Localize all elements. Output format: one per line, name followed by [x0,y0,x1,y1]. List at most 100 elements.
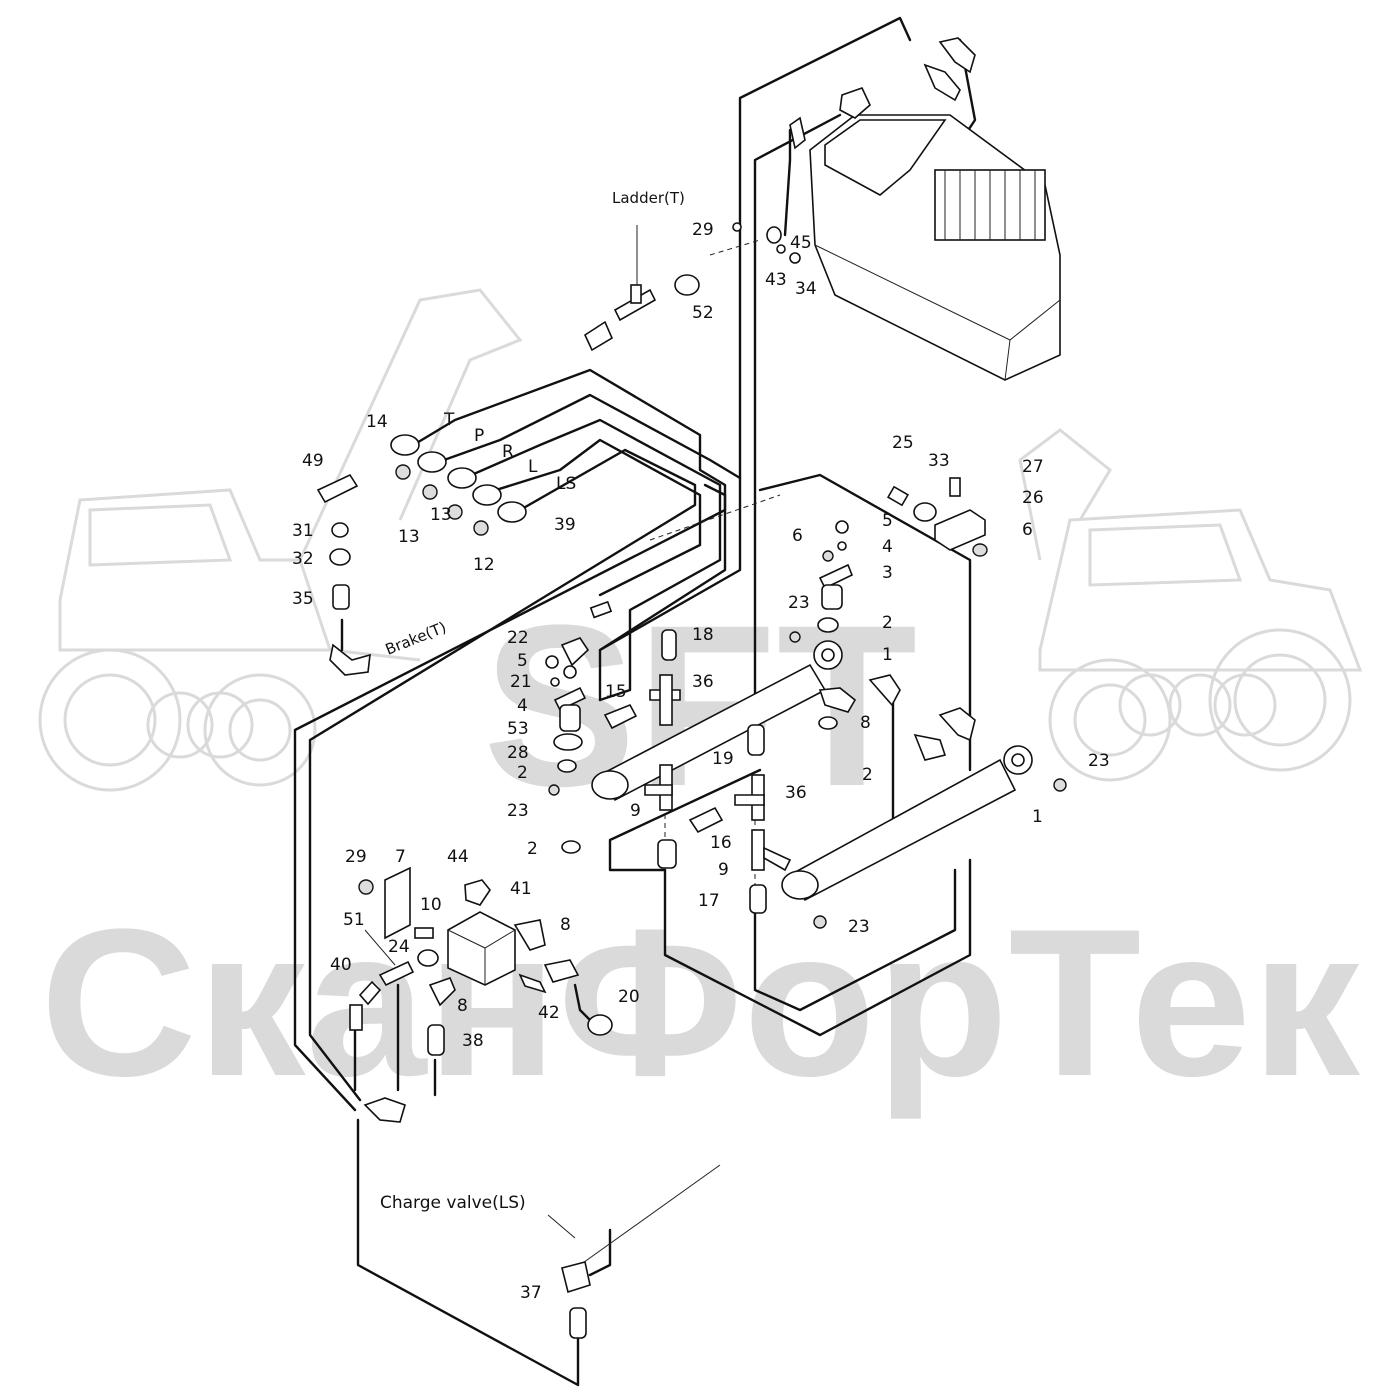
elbow-right-top [938,707,976,742]
nut-29-lower [358,879,374,895]
bolt-5-left [545,655,559,669]
nut-32 [329,548,351,566]
ring-2b [557,759,577,773]
plug-6-right [972,543,988,557]
pipe-ls-outer [293,483,727,1112]
elbow-8a [818,687,857,713]
part-number: 5 [517,651,528,671]
tee-9b-stem [751,829,765,871]
fitting-l [472,484,502,506]
part-number: 2 [517,763,528,783]
part-number: 13 [430,505,452,525]
part-number: 2 [862,765,873,785]
part-number: 8 [860,713,871,733]
elbow-fitting-top-a [938,37,976,74]
fitting-16 [688,806,724,834]
manifold-block-41 [447,911,516,986]
part-number: 4 [882,537,893,557]
part-number: 3 [882,563,893,583]
label-port-r: R [502,442,514,462]
spacer-3 [821,584,843,610]
elbow-fitting-45 [789,116,806,150]
bracket-26 [934,509,986,551]
part-number: 31 [292,521,314,541]
piping [293,16,977,1387]
part-number: 33 [928,451,950,471]
tee-9b [763,846,792,872]
washer-4-left [550,677,560,687]
tee-9a [644,784,673,796]
part-number: 20 [618,987,640,1007]
part-number: 7 [395,847,406,867]
part-number: 29 [692,220,714,240]
part-number: 34 [795,279,817,299]
part-number: 25 [892,433,914,453]
charge-valve-37 [561,1261,591,1294]
part-number: 9 [718,860,729,880]
part-number: 38 [462,1031,484,1051]
adapter-31 [331,522,349,538]
part-number: 10 [420,895,442,915]
watermark-tractor-left-icon [38,288,523,792]
sleeve-22 [589,600,613,619]
part-number: 36 [785,783,807,803]
tee-ladder-stem [630,284,642,304]
fitting-34 [789,252,801,264]
part-number: 23 [788,593,810,613]
fitting-r [447,467,477,489]
elbow-22 [560,637,590,667]
part-number: 43 [765,270,787,290]
ring-2d [818,716,838,730]
plug-13c [447,504,463,520]
pipe-ls [308,448,697,1102]
part-number: 2 [882,613,893,633]
watermark-brand: СканФорТек [40,885,1361,1120]
elbow-40 [358,980,382,1006]
label-port-l: L [528,457,538,477]
fitting-29-top [732,222,742,232]
fittings [316,37,1067,1339]
pipe-p [428,393,742,480]
elbow-brake [329,643,371,676]
nut-23a [789,631,801,643]
nut-23b [548,784,560,796]
spacer-53 [559,704,581,732]
pipe-tank-to-ladder [783,128,792,237]
fitting-14 [390,434,420,456]
nut-23d [813,915,827,929]
fitting-52 [674,274,700,296]
pipe-r [458,418,722,702]
fitting-15 [603,703,638,730]
part-number: 26 [1022,488,1044,508]
fitting-45 [766,226,782,244]
fitting-35 [332,584,350,610]
bolt-10 [414,927,434,939]
part-numbers: 29 45 43 34 52 14 49 13 13 12 39 31 32 3… [292,220,1110,1303]
fitting-19 [747,724,765,756]
leader-lines [364,225,781,1266]
watermark [38,288,1363,792]
part-number: 1 [1032,807,1043,827]
elbow-8c [428,976,456,1007]
part-number: 23 [848,917,870,937]
part-number: 14 [366,412,388,432]
watermark-wheels [146,673,1277,759]
part-number: 39 [554,515,576,535]
part-number: 37 [520,1283,542,1303]
tee-51 [378,960,415,987]
part-number: 45 [790,233,812,253]
bolt-5-right [835,520,849,534]
elbow-right-lower [913,733,947,761]
fitting-17b [749,884,767,914]
part-number: 22 [507,628,529,648]
fitting-39 [497,501,527,523]
tee-49 [316,473,359,504]
part-number: 17 [698,891,720,911]
pipe-l [478,438,702,597]
part-number: 42 [538,1003,560,1023]
label-charge-valve: Charge valve(LS) [380,1193,526,1213]
plug-13b [422,484,438,500]
washer-4-right [837,541,847,551]
pipe-main-return-2 [753,113,842,742]
